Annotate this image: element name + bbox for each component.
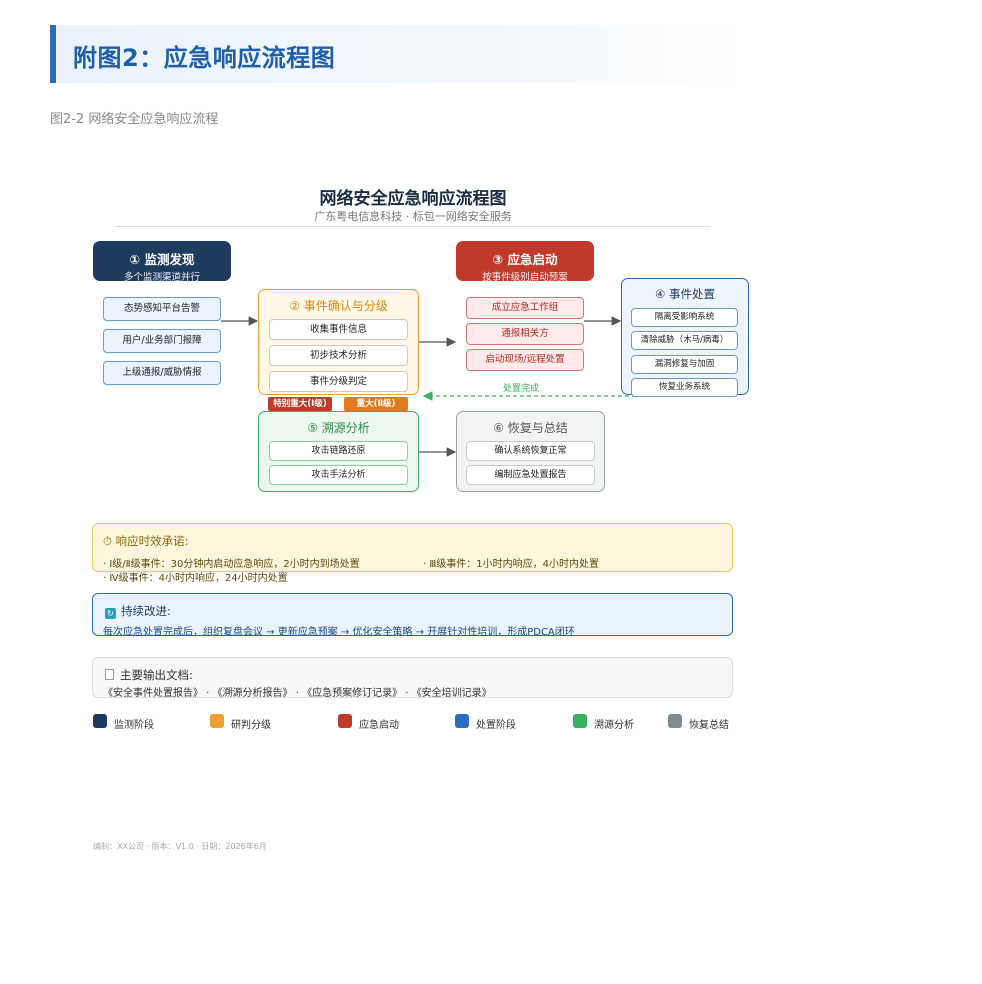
legend-label: 研判分级 xyxy=(231,720,271,731)
stage-6-panel: ⑥ 恢复与总结 确认系统恢复正常 编制应急处置报告 xyxy=(456,411,605,492)
outputs-box: 主要输出文档: 《安全事件处置报告》 · 《溯源分析报告》 · 《应急预案修订记… xyxy=(92,657,733,699)
stage-1-subtitle: 多个监测渠道并行 xyxy=(123,272,200,283)
stage-3-subtitle: 按事件级别启动预案 xyxy=(482,272,568,283)
level-tag-1: 特别重大(Ⅰ级) xyxy=(268,397,332,411)
footer-note: 编制：XX公司 · 版本：V1.0 · 日期：2026年6月 xyxy=(93,842,267,851)
stage-2-item: 事件分级判定 xyxy=(269,371,408,392)
stage-5-panel: ⑤ 溯源分析 攻击链路还原 攻击手法分析 xyxy=(258,411,419,492)
legend-swatch xyxy=(573,714,587,728)
stage-4-item: 恢复业务系统 xyxy=(631,378,738,397)
stage-6-item: 编制应急处置报告 xyxy=(466,465,595,485)
stage-2-item: 初步技术分析 xyxy=(269,345,408,366)
improvement-title: 持续改进: xyxy=(121,604,171,618)
outputs-title: 主要输出文档: xyxy=(120,668,193,682)
response-title: ⏱ 响应时效承诺: xyxy=(103,534,189,548)
stage-1-title: ① 监测发现 xyxy=(129,252,195,267)
stage-1-item: 用户/业务部门报障 xyxy=(103,329,221,353)
outputs-header: 主要输出文档: xyxy=(105,667,193,683)
stage-2-title: ② 事件确认与分级 xyxy=(289,299,388,313)
legend-label: 处置阶段 xyxy=(476,720,516,731)
feedback-label: 处置完成 xyxy=(503,384,540,394)
legend-swatch xyxy=(210,714,224,728)
improvement-header: ↻ 持续改进: xyxy=(105,603,171,619)
stage-5-item: 攻击链路还原 xyxy=(269,441,408,461)
figure-caption: 图2-2 网络安全应急响应流程 xyxy=(50,112,219,127)
stage-3-item: 成立应急工作组 xyxy=(466,297,584,319)
legend-swatch xyxy=(338,714,352,728)
stage-6-title: ⑥ 恢复与总结 xyxy=(493,421,568,435)
page-title: 附图2：应急响应流程图 xyxy=(73,44,336,72)
stage-3-title: ③ 应急启动 xyxy=(492,252,558,267)
stage-1-item: 态势感知平台告警 xyxy=(103,297,221,321)
stage-5-item: 攻击手法分析 xyxy=(269,465,408,485)
stage-1-header: ① 监测发现 多个监测渠道并行 xyxy=(93,241,231,283)
legend-swatch xyxy=(455,714,469,728)
stage-3-header: ③ 应急启动 按事件级别启动预案 xyxy=(456,241,594,283)
improvement-box: ↻ 持续改进: 每次应急处置完成后，组织复盘会议 → 更新应急预案 → 优化安全策… xyxy=(92,593,733,638)
stage-4-item: 漏洞修复与加固 xyxy=(631,355,738,374)
title-divider xyxy=(115,226,711,227)
stage-4-title: ④ 事件处置 xyxy=(655,287,715,301)
stage-3-item: 启动现场/远程处置 xyxy=(466,349,584,371)
document-icon xyxy=(105,669,114,680)
diagram-subtitle: 广东粤电信息科技 · 标包一网络安全服务 xyxy=(314,210,512,223)
stage-2-panel: ② 事件确认与分级 收集事件信息 初步技术分析 事件分级判定 xyxy=(258,289,419,395)
legend-label: 应急启动 xyxy=(359,720,399,731)
stage-4-panel: ④ 事件处置 隔离受影响系统 清除威胁（木马/病毒） 漏洞修复与加固 恢复业务系… xyxy=(621,278,749,397)
legend-swatch xyxy=(668,714,682,728)
legend-label: 溯源分析 xyxy=(594,720,634,731)
response-line-2: · Ⅳ级事件：4小时内响应，24小时内处置 xyxy=(103,573,288,584)
page-header: 附图2：应急响应流程图 xyxy=(50,25,740,83)
response-line-1a: · Ⅰ级/Ⅱ级事件：30分钟内启动应急响应，2小时内到场处置 xyxy=(103,559,360,570)
legend-label: 监测阶段 xyxy=(114,720,154,731)
diagram-title: 网络安全应急响应流程图 xyxy=(319,189,507,209)
refresh-icon: ↻ xyxy=(105,608,116,619)
response-line-1b: · Ⅲ级事件：1小时内响应，4小时内处置 xyxy=(423,559,599,570)
outputs-line: 《安全事件处置报告》 · 《溯源分析报告》 · 《应急预案修订记录》 · 《安全… xyxy=(103,688,492,699)
stage-6-item: 确认系统恢复正常 xyxy=(466,441,595,461)
legend-label: 恢复总结 xyxy=(689,720,729,731)
stage-3-item: 通报相关方 xyxy=(466,323,584,345)
level-tag-2: 重大(Ⅱ级) xyxy=(344,397,408,411)
legend-swatch xyxy=(93,714,107,728)
stage-4-item: 隔离受影响系统 xyxy=(631,308,738,327)
improvement-line: 每次应急处置完成后，组织复盘会议 → 更新应急预案 → 优化安全策略 → 开展针… xyxy=(103,627,575,638)
stage-5-title: ⑤ 溯源分析 xyxy=(307,421,370,435)
stage-2-item: 收集事件信息 xyxy=(269,319,408,340)
stage-1-item: 上级通报/威胁情报 xyxy=(103,361,221,385)
stage-4-item: 清除威胁（木马/病毒） xyxy=(631,331,738,350)
response-commitment-box: ⏱ 响应时效承诺: · Ⅰ级/Ⅱ级事件：30分钟内启动应急响应，2小时内到场处置… xyxy=(92,523,733,584)
